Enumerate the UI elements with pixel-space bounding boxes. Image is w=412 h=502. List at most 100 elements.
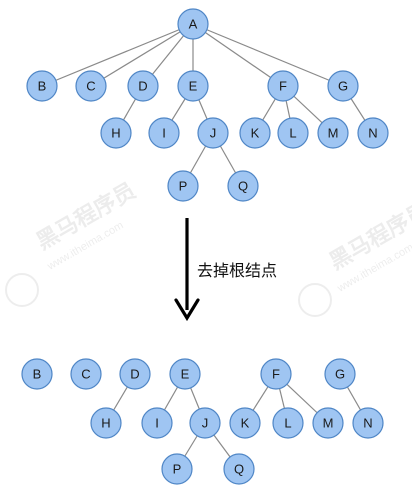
transform-arrow <box>174 218 200 322</box>
node-label: G <box>335 367 345 382</box>
watermark-logo-icon <box>5 273 39 307</box>
after-node-e: E <box>169 358 201 390</box>
after-node-d: D <box>119 358 151 390</box>
node-label: P <box>173 462 182 477</box>
node-label: N <box>363 416 372 431</box>
node-label: Q <box>238 179 248 194</box>
node-label: C <box>86 79 95 94</box>
after-node-c: C <box>70 358 102 390</box>
before-edge-a-g <box>192 23 344 87</box>
after-node-f: F <box>260 358 292 390</box>
node-label: I <box>162 126 166 141</box>
node-circle <box>317 117 349 149</box>
after-node-i: I <box>141 407 173 439</box>
after-node-m: M <box>312 407 344 439</box>
after-node-n: N <box>352 407 384 439</box>
arrow-head-icon <box>174 298 200 322</box>
before-node-f: F <box>267 70 299 102</box>
node-label: M <box>328 126 339 141</box>
node-circle <box>223 453 255 485</box>
node-circle <box>119 358 151 390</box>
before-node-n: N <box>357 117 389 149</box>
after-forest-nodes: B C D E F G H I J K L M N P Q <box>21 358 384 485</box>
before-node-c: C <box>75 70 107 102</box>
before-node-j: J <box>197 117 229 149</box>
node-circle <box>267 70 299 102</box>
node-label: C <box>81 367 90 382</box>
before-node-i: I <box>148 117 180 149</box>
node-label: D <box>130 367 139 382</box>
before-node-m: M <box>317 117 349 149</box>
transform-caption: 去掉根结点 <box>197 261 277 280</box>
node-label: H <box>101 416 110 431</box>
before-tree-edges <box>41 23 374 187</box>
node-label: K <box>251 126 260 141</box>
watermark-logo-icon <box>298 283 332 317</box>
node-label: B <box>38 79 47 94</box>
after-node-l: L <box>272 407 304 439</box>
node-label: B <box>33 367 42 382</box>
node-circle <box>312 407 344 439</box>
before-node-p: P <box>167 170 199 202</box>
node-label: L <box>284 416 291 431</box>
node-circle <box>260 358 292 390</box>
node-label: Q <box>234 462 244 477</box>
node-circle <box>177 8 209 40</box>
node-label: J <box>202 416 209 431</box>
before-node-q: Q <box>227 170 259 202</box>
node-circle <box>169 358 201 390</box>
node-label: F <box>272 367 280 382</box>
after-node-q: Q <box>223 453 255 485</box>
node-circle <box>90 407 122 439</box>
node-label: M <box>323 416 334 431</box>
node-circle <box>100 117 132 149</box>
before-node-g: G <box>327 70 359 102</box>
before-edge-a-b <box>41 23 194 87</box>
node-circle <box>21 358 53 390</box>
node-circle <box>239 117 271 149</box>
before-node-h: H <box>100 117 132 149</box>
after-node-h: H <box>90 407 122 439</box>
after-node-k: K <box>229 407 261 439</box>
watermark-left: 黑马程序员 www.itheima.com <box>5 178 140 307</box>
node-label: E <box>181 367 190 382</box>
node-circle <box>177 70 209 102</box>
node-circle <box>227 170 259 202</box>
node-circle <box>324 358 356 390</box>
before-node-b: B <box>26 70 58 102</box>
node-circle <box>148 117 180 149</box>
node-label: E <box>189 79 198 94</box>
node-circle <box>197 117 229 149</box>
node-label: H <box>111 126 120 141</box>
node-circle <box>167 170 199 202</box>
node-circle <box>229 407 261 439</box>
before-edge-a-c <box>90 23 194 87</box>
before-node-e: E <box>177 70 209 102</box>
watermark-right: 黑马程序员 www.itheima.com <box>298 198 412 317</box>
node-circle <box>161 453 193 485</box>
node-label: J <box>210 126 217 141</box>
node-label: K <box>241 416 250 431</box>
before-node-d: D <box>127 70 159 102</box>
node-circle <box>277 117 309 149</box>
node-circle <box>327 70 359 102</box>
node-label: N <box>368 126 377 141</box>
watermark-brand-right: 黑马程序员 <box>325 198 412 276</box>
node-circle <box>75 70 107 102</box>
node-label: I <box>155 416 159 431</box>
before-node-l: L <box>277 117 309 149</box>
after-node-g: G <box>324 358 356 390</box>
before-node-k: K <box>239 117 271 149</box>
node-circle <box>127 70 159 102</box>
node-circle <box>26 70 58 102</box>
before-edge-a-f <box>192 23 284 87</box>
node-label: D <box>138 79 147 94</box>
node-circle <box>141 407 173 439</box>
node-label: A <box>189 17 198 32</box>
node-circle <box>352 407 384 439</box>
after-node-j: J <box>189 407 221 439</box>
node-label: F <box>279 79 287 94</box>
before-tree-nodes: A B C D E F G H I J K L M N P Q <box>26 8 389 202</box>
